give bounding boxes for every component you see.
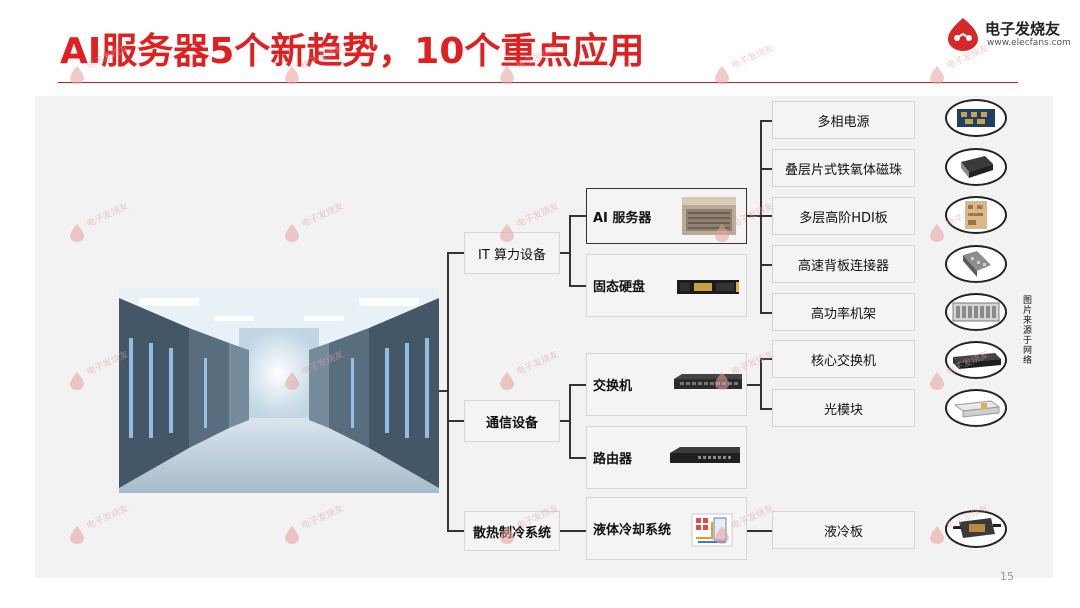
power-rack-thumb [945, 293, 1007, 331]
connector-line [569, 215, 571, 286]
watermark: 电子发烧友 [70, 202, 140, 248]
page-number: 15 [1000, 570, 1014, 583]
component-core-switch: 核心交换机 [772, 340, 915, 378]
watermark: 电子发烧友 [285, 350, 355, 396]
category-label: IT 算力设备 [478, 247, 546, 263]
component-label: 高功率机架 [810, 306, 876, 322]
product-label: 路由器 [593, 452, 633, 467]
watermark: 电子发烧友 [715, 202, 785, 248]
power-module-thumb [945, 99, 1007, 137]
logo: 电子发烧友 www.elecfans.com [945, 14, 1071, 54]
datacenter-photo [119, 288, 439, 493]
connector-line [447, 420, 464, 422]
watermark: 电子发烧友 [715, 44, 785, 90]
watermark: 电子发烧友 [285, 504, 355, 550]
component-optical-module: 光模块 [772, 389, 915, 427]
connector-line [760, 215, 772, 217]
component-hdi-board: 多层高阶HDI板 [772, 197, 915, 235]
image-source-note: 图片来源于网络 [1023, 296, 1033, 366]
page-title: AI服务器5个新趋势，10个重点应用 [60, 31, 645, 72]
hdi-board-thumb [945, 196, 1007, 234]
elecfans-logo-icon [948, 18, 978, 51]
watermark: 电子发烧友 [930, 504, 1000, 550]
component-label: 多层高阶HDI板 [799, 210, 888, 226]
connector-line [760, 168, 772, 170]
watermark: 电子发烧友 [70, 504, 140, 550]
watermark: 电子发烧友 [70, 350, 140, 396]
connector-line [560, 252, 570, 254]
logo-name: 电子发烧友 [985, 20, 1061, 38]
connector-line [760, 312, 772, 314]
product-label: AI 服务器 [593, 210, 652, 226]
logo-url: www.elecfans.com [987, 38, 1071, 48]
component-backplane-connector: 高速背板连接器 [772, 245, 915, 283]
connector-line [569, 384, 571, 458]
component-ferrite-bead: 叠层片式铁氧体磁珠 [772, 149, 915, 187]
component-label: 叠层片式铁氧体磁珠 [784, 162, 902, 178]
connector-line [569, 384, 586, 386]
component-label: 核心交换机 [810, 353, 876, 369]
router-image [670, 447, 740, 463]
connector-line [560, 530, 586, 532]
connector-line [760, 120, 772, 122]
component-label: 高速背板连接器 [797, 258, 889, 274]
cold-plate-thumb [945, 510, 1007, 548]
connector-line [747, 384, 761, 386]
connector-line [569, 457, 586, 459]
watermark: 电子发烧友 [930, 202, 1000, 248]
watermark: 电子发烧友 [70, 44, 140, 90]
connector-line [447, 252, 449, 532]
component-cold-plate: 液冷板 [772, 511, 915, 549]
product-label: 液体冷却系统 [593, 523, 672, 538]
category-it-compute: IT 算力设备 [464, 232, 560, 274]
optical-module-thumb [945, 389, 1007, 427]
product-label: 固态硬盘 [593, 280, 646, 295]
connector-line [747, 530, 772, 532]
connector-line [760, 264, 772, 266]
component-label: 多相电源 [817, 114, 870, 130]
connector-line [569, 215, 586, 217]
watermark: 电子发烧友 [500, 44, 570, 90]
ssd-image [677, 280, 739, 294]
core-switch-thumb [945, 341, 1007, 379]
component-label: 光模块 [823, 402, 863, 418]
category-communication: 通信设备 [464, 400, 560, 442]
connector-line [447, 530, 464, 532]
product-label: 交换机 [593, 379, 633, 394]
component-multiphase-power: 多相电源 [772, 101, 915, 139]
watermark: 电子发烧友 [500, 202, 570, 248]
connector-line [560, 420, 570, 422]
ai-server-image [682, 197, 736, 235]
connector-line [760, 358, 772, 360]
watermark: 电子发烧友 [930, 350, 1000, 396]
watermark: 电子发烧友 [500, 350, 570, 396]
category-label: 通信设备 [485, 415, 538, 431]
connector-line [747, 215, 761, 217]
backplane-connector-thumb [945, 245, 1007, 283]
ferrite-bead-thumb [945, 148, 1007, 186]
watermark: 电子发烧友 [715, 504, 785, 550]
connector-line [447, 252, 464, 254]
category-cooling: 散热制冷系统 [464, 511, 560, 551]
watermark: 电子发烧友 [285, 202, 355, 248]
title-divider [58, 82, 1018, 83]
connector-line [439, 390, 448, 392]
watermark: 电子发烧友 [500, 504, 570, 550]
watermark: 电子发烧友 [285, 44, 355, 90]
connector-line [760, 358, 762, 409]
connector-line [760, 408, 772, 410]
watermark: 电子发烧友 [715, 350, 785, 396]
component-high-power-rack: 高功率机架 [772, 293, 915, 331]
connector-line [569, 285, 586, 287]
component-label: 液冷板 [823, 524, 863, 540]
watermark: 电子发烧友 [930, 44, 1000, 90]
